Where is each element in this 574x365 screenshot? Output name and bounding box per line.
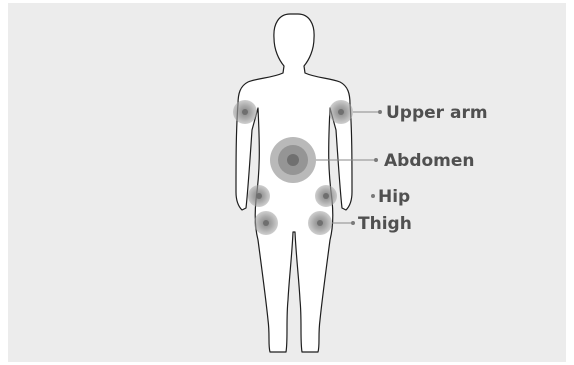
thigh-right-marker-center [317, 220, 323, 226]
upper-arm-right-marker-center [338, 109, 344, 115]
thigh-leader-dot [351, 221, 355, 225]
label-abdomen: Abdomen [384, 151, 475, 171]
hip-left-marker-center [256, 193, 262, 199]
upper-arm-leader-dot [378, 110, 382, 114]
upper-arm-left-marker-center [242, 109, 248, 115]
thigh-left-marker-center [263, 220, 269, 226]
label-thigh: Thigh [358, 214, 412, 234]
hip-right-marker-center [323, 193, 329, 199]
hip-leader-dot [371, 194, 375, 198]
abdomen-leader-dot [374, 158, 378, 162]
abdomen-marker-center [287, 154, 299, 166]
label-hip: Hip [378, 187, 410, 207]
label-upper-arm: Upper arm [386, 103, 488, 123]
